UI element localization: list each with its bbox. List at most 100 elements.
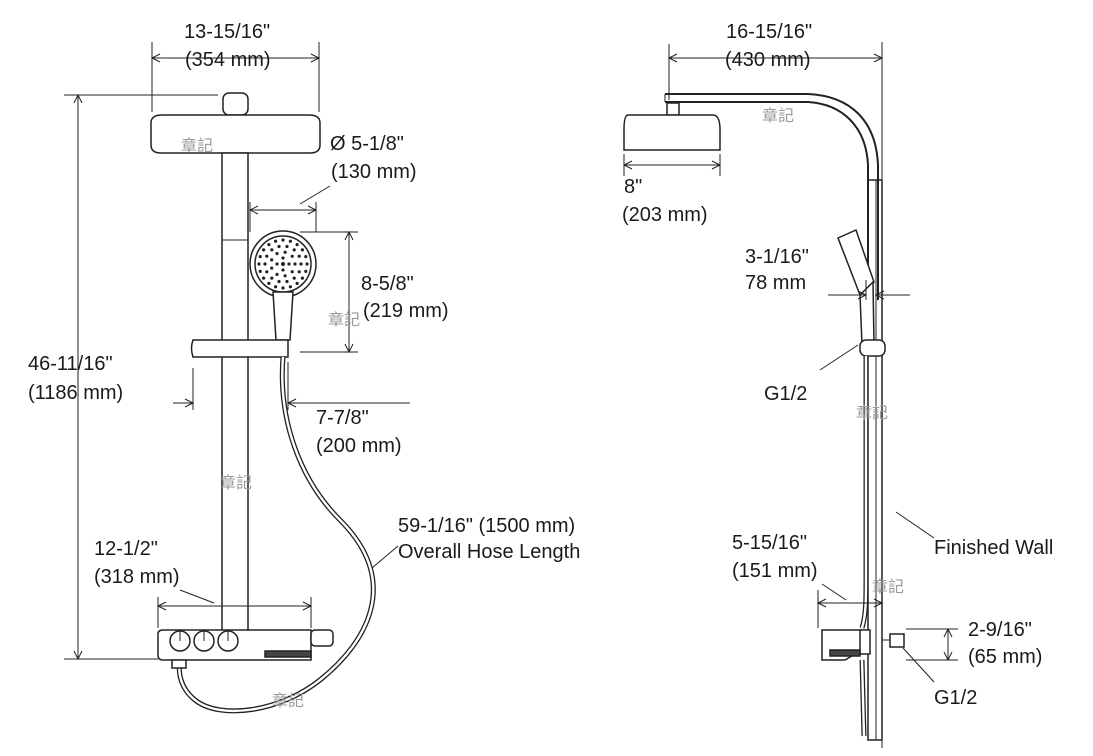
- spray-nozzle: [300, 276, 304, 280]
- holder-offset-imperial: 7-7/8": [316, 407, 369, 429]
- holder-offset-metric: (200 mm): [316, 435, 402, 457]
- spray-nozzle: [263, 262, 267, 266]
- shower-rail: [221, 152, 249, 632]
- front-view: 13-15/16" (354 mm) 46-11/16" (1186 mm): [28, 21, 580, 714]
- spray-nozzle: [275, 262, 279, 266]
- watermark-4: 章記: [272, 691, 304, 710]
- spray-nozzle: [295, 243, 299, 247]
- side-showerhead: [623, 114, 721, 151]
- wall-label: Finished Wall: [934, 537, 1053, 559]
- watermark-7: 章記: [872, 577, 904, 596]
- inlet-thread-label: G1/2: [934, 687, 977, 709]
- watermark-2: 章記: [328, 310, 360, 329]
- watermark-3: 章記: [220, 473, 252, 492]
- shower-arm: [664, 93, 879, 300]
- spray-nozzle: [297, 270, 301, 274]
- handshower-height-metric: (219 mm): [363, 300, 449, 322]
- spray-nozzle: [270, 258, 274, 262]
- spray-nozzle: [281, 268, 285, 272]
- projection-dimension: [667, 44, 884, 100]
- inlet-height-metric: (65 mm): [968, 646, 1042, 668]
- spray-nozzle: [299, 262, 303, 266]
- inlet-thread-leader: [902, 647, 935, 683]
- valve-shelf: [264, 650, 312, 658]
- spray-nozzles: [257, 238, 309, 290]
- spray-nozzle: [304, 269, 308, 273]
- spray-nozzle: [288, 239, 292, 243]
- top-width-dimension: [150, 42, 321, 112]
- side-handshower: [837, 228, 886, 357]
- overall-height-dimension: [64, 93, 218, 661]
- side-holder: [859, 339, 886, 357]
- spray-nozzle: [270, 248, 274, 252]
- overall-height-metric: (1186 mm): [28, 382, 123, 404]
- wall-leader: [895, 511, 935, 539]
- valve-projection-dimension: [816, 583, 884, 628]
- handshower-offset-imperial: 3-1/16": [745, 246, 809, 268]
- spray-nozzle: [290, 270, 294, 274]
- inlet-height-imperial: 2-9/16": [968, 619, 1032, 641]
- overhead-arm-cap: [222, 92, 249, 116]
- shower-hose: [176, 356, 376, 714]
- watermark-5: 章記: [762, 106, 794, 125]
- watermark-6: 章記: [856, 403, 888, 422]
- top-width-imperial: 13-15/16": [184, 21, 270, 43]
- spray-nozzle: [265, 254, 269, 258]
- side-view: Finished Wall 16-15/16" (430 mm): [622, 21, 1053, 748]
- overall-height-imperial: 46-11/16": [28, 353, 113, 375]
- hose-thread-leader: [819, 344, 859, 371]
- spray-nozzle: [283, 250, 287, 254]
- spray-nozzle: [265, 270, 269, 274]
- spray-nozzle: [288, 285, 292, 289]
- handshower-offset-metric: 78 mm: [745, 272, 806, 294]
- spray-nozzle: [293, 262, 297, 266]
- spray-nozzle: [281, 238, 285, 242]
- spray-nozzle: [262, 248, 266, 252]
- handshower-height-dimension: [300, 230, 358, 354]
- handshower-height-imperial: 8-5/8": [361, 273, 414, 295]
- spray-nozzle: [304, 255, 308, 259]
- spray-nozzle: [274, 239, 278, 243]
- showerhead-diameter-imperial: 8": [624, 176, 642, 198]
- spray-nozzle: [270, 276, 274, 280]
- spray-nozzle: [270, 266, 274, 270]
- watermark-1: 章記: [181, 136, 213, 155]
- spray-nozzle: [292, 248, 296, 252]
- spray-nozzle: [277, 279, 281, 284]
- overhead-showerhead: [150, 114, 321, 154]
- hose-length: 59-1/16" (1500 mm): [398, 515, 575, 537]
- side-hose: [859, 356, 869, 737]
- slide-bar-holder: [190, 339, 289, 358]
- hose-thread-label: G1/2: [764, 383, 807, 405]
- handshower-diameter-imperial: Ø 5-1/8": [330, 133, 404, 155]
- handshower-diameter-metric: (130 mm): [331, 161, 417, 183]
- spray-nozzle: [275, 272, 279, 276]
- hose-leader: [371, 545, 399, 569]
- spray-nozzle: [281, 262, 285, 266]
- spray-nozzle: [292, 276, 296, 280]
- spray-nozzle: [257, 262, 261, 266]
- inlet-connector: [889, 633, 905, 648]
- spray-nozzle: [281, 286, 285, 290]
- spray-nozzle: [277, 244, 281, 249]
- valve-width-imperial: 12-1/2": [94, 538, 158, 560]
- showerhead-diameter-metric: (203 mm): [622, 204, 708, 226]
- thermostatic-valve: [157, 629, 334, 669]
- valve-projection-imperial: 5-15/16": [732, 532, 807, 554]
- spray-nozzle: [262, 276, 266, 280]
- spray-nozzle: [300, 248, 304, 252]
- spray-nozzle: [258, 255, 262, 259]
- spray-nozzle: [287, 262, 291, 266]
- spray-nozzle: [258, 269, 262, 273]
- spray-nozzle: [285, 279, 289, 284]
- spray-nozzle: [285, 244, 289, 249]
- handshower-offset-dimension: [828, 280, 910, 300]
- hose-length-caption: Overall Hose Length: [398, 541, 580, 563]
- holder-offset-dimension: [173, 362, 410, 410]
- handshower: [249, 230, 317, 341]
- valve-width-metric: (318 mm): [94, 566, 180, 588]
- showerhead-diameter-dimension: [622, 154, 722, 176]
- hose-outlet: [171, 659, 187, 669]
- valve-projection-metric: (151 mm): [732, 560, 818, 582]
